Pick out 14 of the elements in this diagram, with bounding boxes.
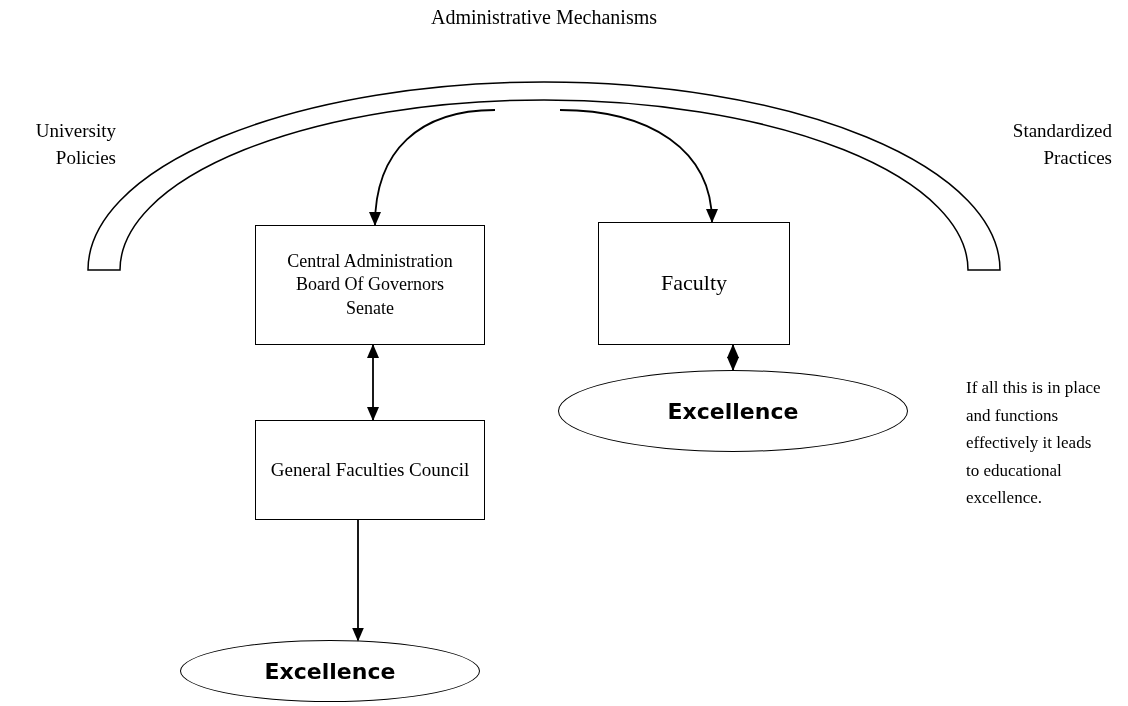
arrow <box>369 109 496 226</box>
note-text: If all this is in place and functions effectively it leads to educational excellence. <box>966 377 1102 510</box>
outcome-ellipse: Excellence <box>180 640 480 702</box>
arrow <box>367 344 379 421</box>
process-box: Faculty <box>598 222 790 345</box>
process-box: General Faculties Council <box>255 420 485 520</box>
process-box: Central Administration Board Of Governors Senate <box>255 225 485 345</box>
outcome-ellipse: Excellence <box>558 370 908 452</box>
arrow <box>559 109 718 223</box>
arrow <box>727 344 739 371</box>
arch-heading: Administrative Mechanisms <box>429 6 659 29</box>
arrow <box>352 519 364 642</box>
side-label: University Policies <box>34 119 116 170</box>
side-label: Standardized Practices <box>1011 119 1112 170</box>
